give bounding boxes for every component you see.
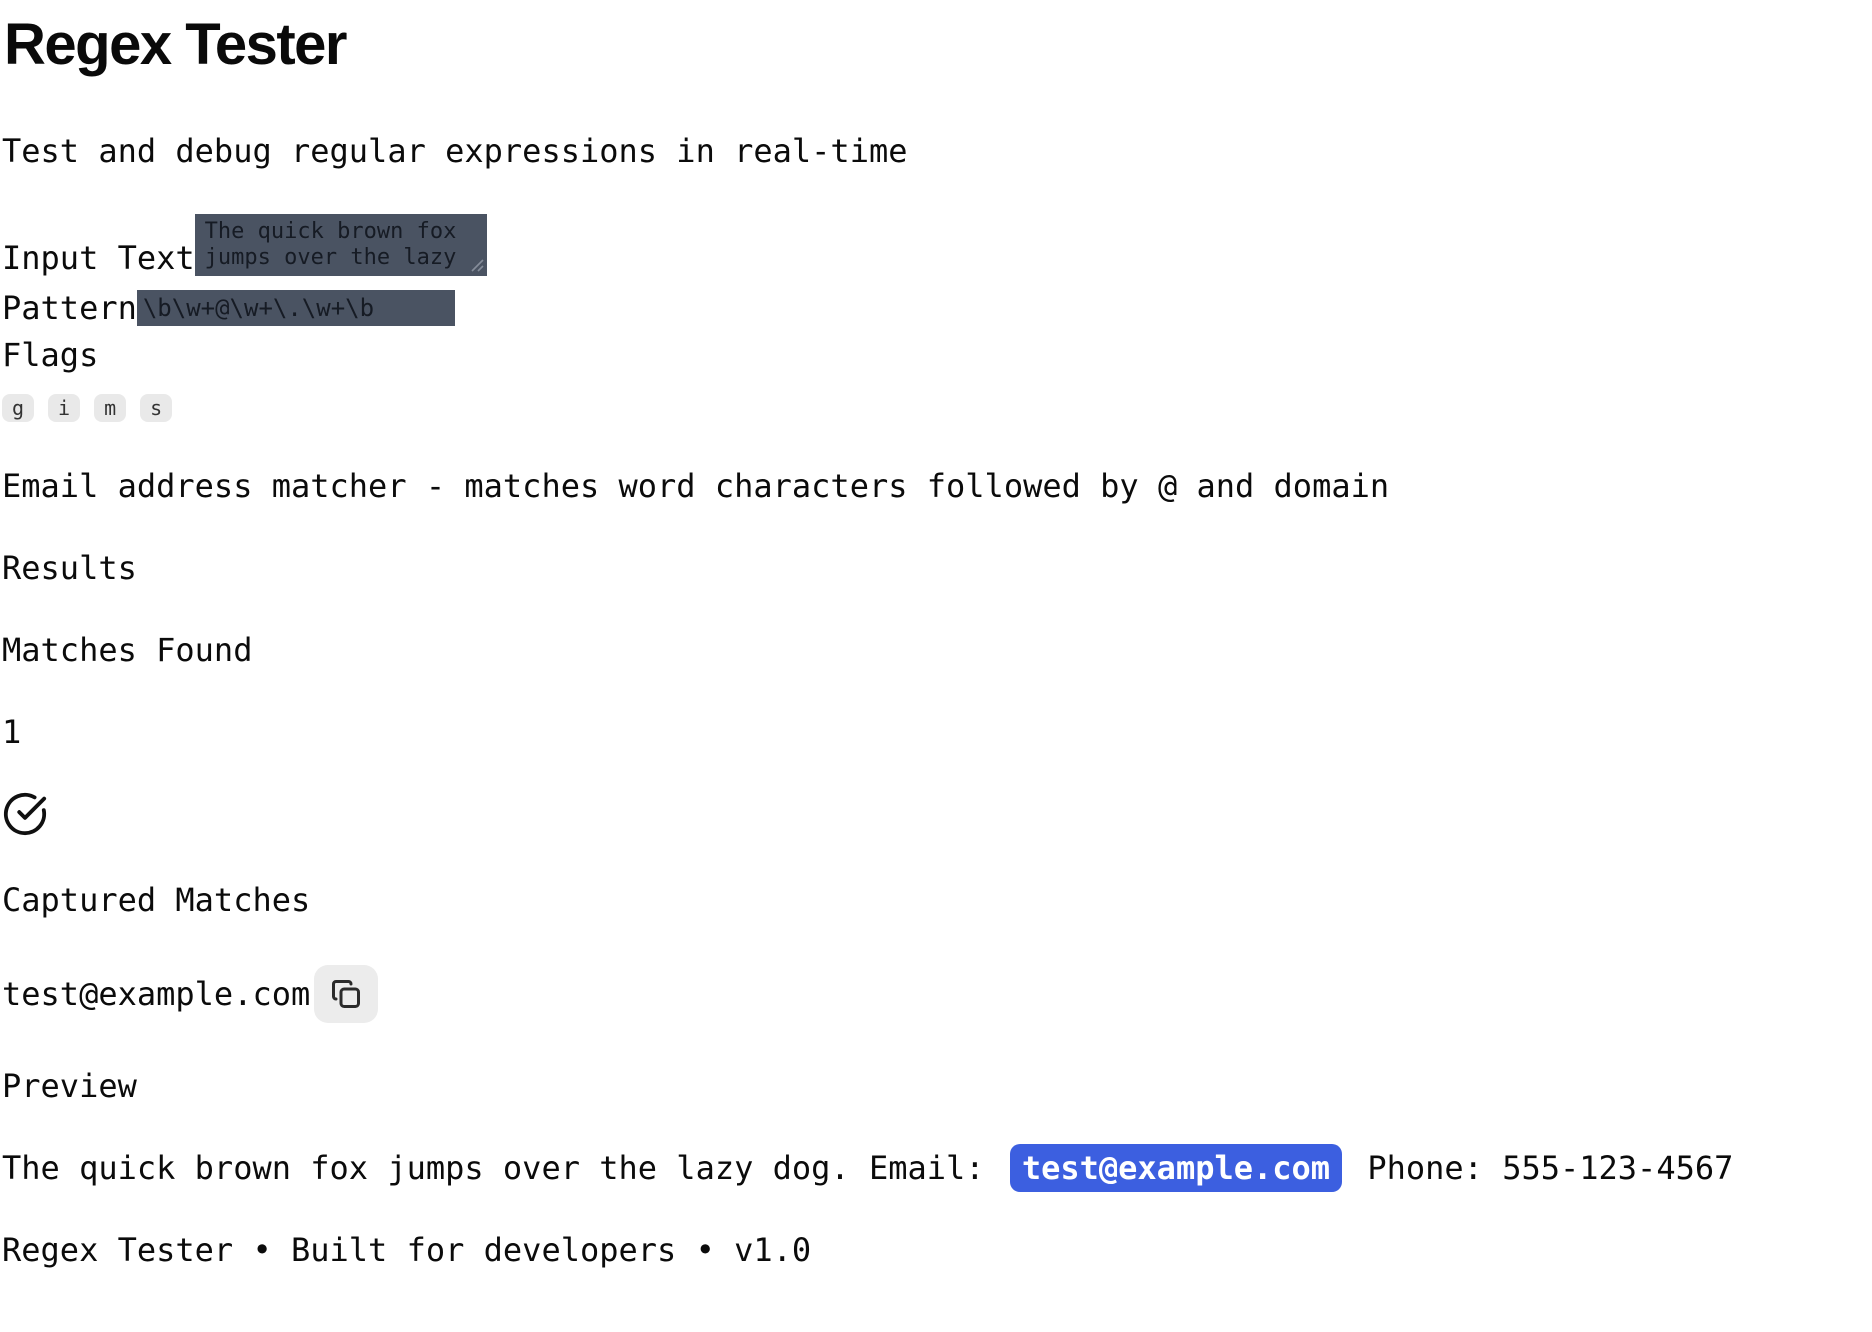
flag-button-m[interactable]: m [94,393,127,422]
match-status-row [2,791,1872,837]
input-text-row: Input Text The quick brown fox jumps ove… [2,213,1872,277]
footer-text: Regex Tester • Built for developers • v1… [2,1230,812,1269]
pattern-description: Email address matcher - matches word cha… [2,466,1390,505]
preview-text-after: Phone: 555-123-4567 [1348,1149,1734,1188]
captured-match-row: test@example.com [2,965,1872,1024]
flag-button-i[interactable]: i [48,393,81,422]
pattern-label: Pattern [2,288,137,327]
page-title: Regex Tester [4,12,347,77]
flag-button-s[interactable]: s [140,393,173,422]
results-heading: Results [2,548,137,587]
regex-tester-page: Regex Tester Test and debug regular expr… [0,12,1872,1269]
captured-matches-heading: Captured Matches [2,881,311,920]
check-circle-icon [3,793,47,836]
preview-heading: Preview [2,1067,137,1106]
input-textarea-wrap: The quick brown fox jumps over the lazy [194,213,487,276]
captured-match-value: test@example.com [2,975,311,1014]
copy-icon [332,980,361,1009]
copy-button[interactable] [314,965,379,1024]
matches-found-label: Matches Found [2,631,253,670]
flags-row: g i m s [2,393,1872,422]
preview-text: The quick brown fox jumps over the lazy … [2,1144,1872,1193]
preview-text-before: The quick brown fox jumps over the lazy … [2,1149,1004,1188]
flags-label: Flags [2,335,99,374]
input-text-area[interactable]: The quick brown fox jumps over the lazy [194,213,487,276]
flag-button-g[interactable]: g [2,393,35,422]
input-text-label: Input Text [2,238,195,277]
highlighted-match: test@example.com [1009,1144,1343,1193]
pattern-row: Pattern [2,288,1872,327]
page-subtitle: Test and debug regular expressions in re… [2,131,908,170]
matches-count: 1 [2,713,22,752]
pattern-input[interactable] [136,289,455,326]
